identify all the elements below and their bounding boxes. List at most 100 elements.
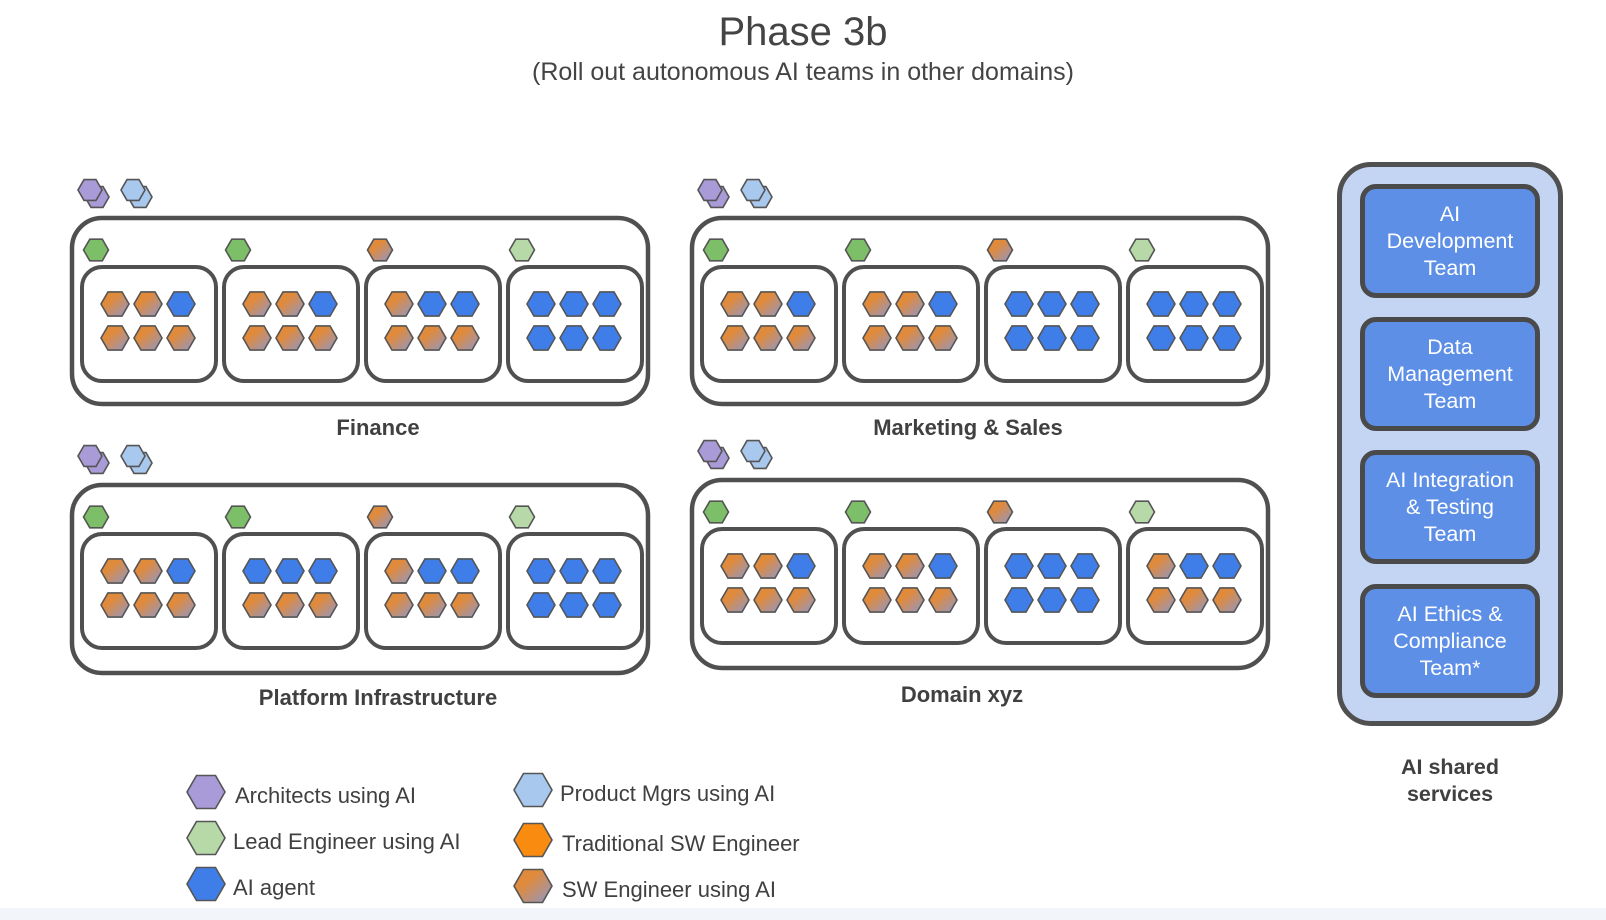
member-domain-xyz-2-6 bbox=[928, 587, 958, 613]
member-finance-2-6 bbox=[308, 325, 338, 351]
member-platform-infrastructure-4-4 bbox=[526, 592, 556, 618]
diagram-subtitle: (Roll out autonomous AI teams in other d… bbox=[532, 58, 1074, 86]
member-domain-xyz-2-5 bbox=[895, 587, 925, 613]
member-domain-xyz-1-3 bbox=[786, 553, 816, 579]
member-finance-4-1 bbox=[526, 291, 556, 317]
lead-engineer-domain-xyz-3 bbox=[986, 500, 1014, 524]
member-marketing-sales-2-1 bbox=[862, 291, 892, 317]
member-domain-xyz-3-4 bbox=[1004, 587, 1034, 613]
legend-label-ai-agent: AI agent bbox=[233, 875, 315, 900]
legend-icon-architect bbox=[186, 774, 226, 810]
architect-pair-finance bbox=[77, 178, 103, 202]
lead-engineer-domain-xyz-1 bbox=[702, 500, 730, 524]
member-domain-xyz-1-4 bbox=[720, 587, 750, 613]
member-domain-xyz-3-2 bbox=[1037, 553, 1067, 579]
service-ai-development-team: AI Development Team bbox=[1360, 184, 1540, 298]
member-domain-xyz-4-5 bbox=[1179, 587, 1209, 613]
architect-pair-domain-xyz bbox=[697, 439, 723, 463]
member-marketing-sales-3-5 bbox=[1037, 325, 1067, 351]
member-finance-4-6 bbox=[592, 325, 622, 351]
legend-icon-ai-agent bbox=[186, 866, 226, 902]
lead-engineer-domain-xyz-2 bbox=[844, 500, 872, 524]
member-domain-xyz-1-2 bbox=[753, 553, 783, 579]
member-domain-xyz-4-1 bbox=[1146, 553, 1176, 579]
member-finance-3-4 bbox=[384, 325, 414, 351]
member-marketing-sales-1-3 bbox=[786, 291, 816, 317]
service-data-management-team: Data Management Team bbox=[1360, 317, 1540, 431]
member-marketing-sales-1-4 bbox=[720, 325, 750, 351]
member-finance-4-2 bbox=[559, 291, 589, 317]
ai-shared-services-panel: AI Development Team Data Management Team… bbox=[1337, 162, 1563, 726]
legend-label-traditional-engineer: Traditional SW Engineer bbox=[562, 831, 800, 856]
bottom-bar bbox=[0, 908, 1606, 920]
lead-engineer-marketing-sales-2 bbox=[844, 238, 872, 262]
member-finance-4-5 bbox=[559, 325, 589, 351]
team-box-domain-xyz-2 bbox=[842, 527, 980, 645]
architect-pair-marketing-sales bbox=[697, 178, 723, 202]
team-box-domain-xyz-3 bbox=[984, 527, 1122, 645]
member-finance-1-5 bbox=[133, 325, 163, 351]
member-marketing-sales-2-5 bbox=[895, 325, 925, 351]
member-finance-1-6 bbox=[166, 325, 196, 351]
service-ai-integration-testing-team: AI Integration & Testing Team bbox=[1360, 450, 1540, 564]
member-marketing-sales-1-6 bbox=[786, 325, 816, 351]
member-marketing-sales-1-5 bbox=[753, 325, 783, 351]
member-platform-infrastructure-3-5 bbox=[417, 592, 447, 618]
member-platform-infrastructure-2-5 bbox=[275, 592, 305, 618]
member-domain-xyz-4-2 bbox=[1179, 553, 1209, 579]
member-platform-infrastructure-1-4 bbox=[100, 592, 130, 618]
ai-shared-services-label: AI shared services bbox=[1401, 755, 1499, 806]
member-platform-infrastructure-3-2 bbox=[417, 558, 447, 584]
legend-label-lead-engineer: Lead Engineer using AI bbox=[233, 829, 461, 854]
member-marketing-sales-1-1 bbox=[720, 291, 750, 317]
diagram-title: Phase 3b bbox=[718, 10, 888, 54]
team-box-marketing-sales-2 bbox=[842, 265, 980, 383]
member-marketing-sales-4-3 bbox=[1212, 291, 1242, 317]
legend-label-product-mgrs: Product Mgrs using AI bbox=[560, 781, 776, 806]
team-box-platform-infrastructure-4 bbox=[506, 532, 644, 650]
legend-label-architects: Architects using AI bbox=[235, 783, 416, 808]
member-finance-3-5 bbox=[417, 325, 447, 351]
member-finance-4-3 bbox=[592, 291, 622, 317]
lead-engineer-platform-infrastructure-2 bbox=[224, 505, 252, 529]
service-ai-ethics-compliance-team: AI Ethics & Compliance Team* bbox=[1360, 584, 1540, 698]
member-platform-infrastructure-1-5 bbox=[133, 592, 163, 618]
member-finance-3-6 bbox=[450, 325, 480, 351]
legend-icon-product-mgr bbox=[513, 772, 553, 808]
team-box-platform-infrastructure-3 bbox=[364, 532, 502, 650]
team-box-finance-4 bbox=[506, 265, 644, 383]
product-mgr-pair-finance bbox=[120, 178, 146, 202]
member-marketing-sales-2-3 bbox=[928, 291, 958, 317]
member-platform-infrastructure-2-4 bbox=[242, 592, 272, 618]
member-marketing-sales-4-4 bbox=[1146, 325, 1176, 351]
member-marketing-sales-3-1 bbox=[1004, 291, 1034, 317]
member-marketing-sales-1-2 bbox=[753, 291, 783, 317]
team-box-finance-2 bbox=[222, 265, 360, 383]
member-platform-infrastructure-2-2 bbox=[275, 558, 305, 584]
domain-label-domain-xyz: Domain xyz bbox=[900, 682, 1024, 707]
member-platform-infrastructure-3-3 bbox=[450, 558, 480, 584]
member-platform-infrastructure-2-6 bbox=[308, 592, 338, 618]
lead-engineer-platform-infrastructure-1 bbox=[82, 505, 110, 529]
member-platform-infrastructure-2-3 bbox=[308, 558, 338, 584]
member-finance-2-5 bbox=[275, 325, 305, 351]
member-platform-infrastructure-4-5 bbox=[559, 592, 589, 618]
member-domain-xyz-2-4 bbox=[862, 587, 892, 613]
member-marketing-sales-3-6 bbox=[1070, 325, 1100, 351]
member-domain-xyz-3-6 bbox=[1070, 587, 1100, 613]
member-platform-infrastructure-4-1 bbox=[526, 558, 556, 584]
lead-engineer-platform-infrastructure-4 bbox=[508, 505, 536, 529]
legend-icon-traditional-engineer bbox=[513, 822, 553, 858]
team-box-platform-infrastructure-1 bbox=[80, 532, 218, 650]
team-box-finance-1 bbox=[80, 265, 218, 383]
member-domain-xyz-2-2 bbox=[895, 553, 925, 579]
member-marketing-sales-3-4 bbox=[1004, 325, 1034, 351]
member-finance-3-3 bbox=[450, 291, 480, 317]
member-platform-infrastructure-4-3 bbox=[592, 558, 622, 584]
member-domain-xyz-3-3 bbox=[1070, 553, 1100, 579]
team-box-domain-xyz-1 bbox=[700, 527, 838, 645]
member-platform-infrastructure-4-6 bbox=[592, 592, 622, 618]
member-domain-xyz-2-1 bbox=[862, 553, 892, 579]
member-platform-infrastructure-1-1 bbox=[100, 558, 130, 584]
